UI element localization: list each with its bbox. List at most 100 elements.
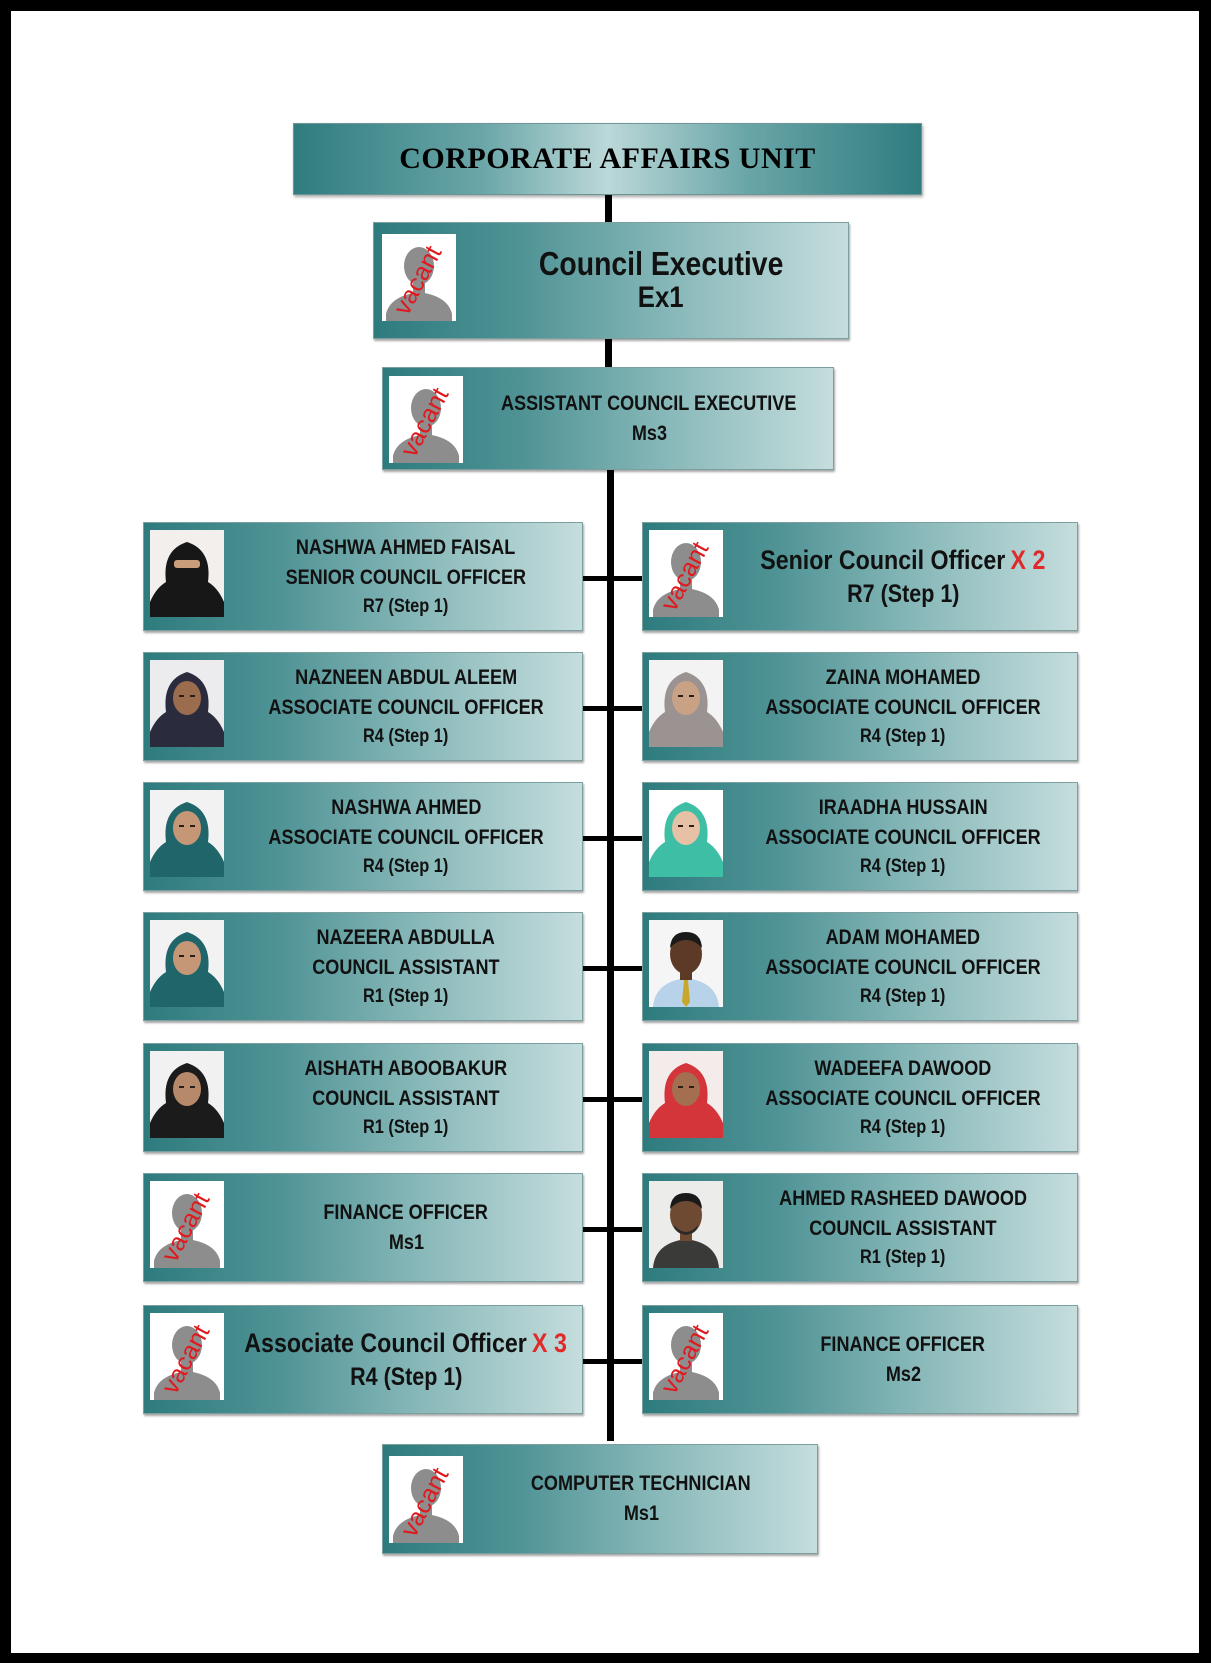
vacant-placeholder-icon: vacant (382, 234, 456, 321)
pay-grade: Ms1 (388, 1228, 423, 1258)
vacant-placeholder-icon: vacant (649, 530, 723, 617)
connector-branch-right (614, 706, 642, 711)
position-box-left: vacant FINANCE OFFICER Ms1 (143, 1173, 583, 1282)
line-secondary-text: ASSOCIATE COUNCIL OFFICER (765, 695, 1041, 719)
staff-photo (150, 530, 224, 617)
unit-title-box: CORPORATE AFFAIRS UNIT (293, 123, 922, 195)
line-primary-text: COMPUTER TECHNICIAN (531, 1472, 751, 1495)
vacant-placeholder-icon: vacant (649, 1313, 723, 1400)
position-text: NASHWA AHMED ASSOCIATE COUNCIL OFFICER R4 … (230, 783, 582, 890)
connector-branch-left (583, 966, 607, 971)
connector-branch-left (583, 1227, 607, 1232)
staff-photo (150, 790, 224, 877)
line-secondary-text: Ms1 (388, 1230, 424, 1254)
position-text: FINANCE OFFICER Ms1 (230, 1174, 582, 1281)
line-primary-text: WADEEFA DAWOOD (814, 1056, 992, 1080)
line-primary-text: Council Executive (538, 244, 784, 282)
line-secondary-text: ASSOCIATE COUNCIL OFFICER (765, 1086, 1041, 1110)
connector-executive-to-assistant (605, 338, 612, 368)
position-text: COMPUTER TECHNICIAN Ms1 (465, 1445, 817, 1553)
position-title: COUNCIL ASSISTANT (312, 953, 499, 983)
pay-grade: R4 (Step 1) (860, 853, 945, 881)
position-title: COUNCIL ASSISTANT (312, 1084, 499, 1114)
staff-photo (649, 790, 723, 877)
line-grade-text: R4 (Step 1) (860, 1116, 946, 1138)
connector-branch-right (614, 966, 642, 971)
line-primary-text: AISHATH ABOOBAKUR (304, 1056, 508, 1080)
staff-photo (150, 920, 224, 1007)
connector-branch-left (583, 836, 607, 841)
connector-branch-right (614, 1097, 642, 1102)
vacant-placeholder-icon: vacant (150, 1181, 224, 1268)
pay-grade: Ms2 (885, 1360, 920, 1390)
staff-photo (649, 1181, 723, 1268)
line-secondary-text: COUNCIL ASSISTANT (809, 1216, 997, 1240)
pay-grade: R4 (Step 1) (350, 1360, 462, 1394)
line-grade-text: R4 (Step 1) (860, 985, 946, 1007)
pay-grade: R7 (Step 1) (847, 577, 959, 611)
connector-title-to-executive (605, 195, 612, 223)
position-box-right: WADEEFA DAWOOD ASSOCIATE COUNCIL OFFICER R… (642, 1043, 1078, 1152)
position-title: SENIOR COUNCIL OFFICER (286, 563, 526, 593)
position-title: COMPUTER TECHNICIAN (531, 1469, 751, 1499)
pay-grade: R1 (Step 1) (363, 983, 448, 1011)
line-grade-text: R4 (Step 1) (363, 725, 449, 747)
position-box-right: IRAADHA HUSSAIN ASSOCIATE COUNCIL OFFICER… (642, 782, 1078, 891)
line-primary-text: NAZEERA ABDULLA (316, 925, 496, 949)
connector-main-trunk (607, 469, 614, 1441)
staff-name: NASHWA AHMED (331, 793, 481, 823)
line-secondary-text: Ms1 (623, 1502, 659, 1525)
pay-grade: R4 (Step 1) (363, 853, 448, 881)
pay-grade: R1 (Step 1) (363, 1114, 448, 1142)
line-grade-text: R1 (Step 1) (860, 1246, 946, 1268)
staff-name: AHMED RASHEED DAWOOD (779, 1184, 1027, 1214)
pay-grade: Ex1 (638, 281, 684, 315)
line-secondary-text: ASSOCIATE COUNCIL OFFICER (268, 695, 544, 719)
pay-grade: R4 (Step 1) (363, 723, 448, 751)
position-title: ASSOCIATE COUNCIL OFFICER (765, 823, 1040, 853)
pay-grade: Ms1 (623, 1499, 658, 1529)
position-title: FINANCE OFFICER (821, 1330, 986, 1360)
position-box-left: NAZEERA ABDULLA COUNCIL ASSISTANT R1 (Step… (143, 912, 583, 1021)
connector-branch-right (614, 836, 642, 841)
position-box-left: NASHWA AHMED ASSOCIATE COUNCIL OFFICER R4 … (143, 782, 583, 891)
position-title: Council Executive (538, 244, 784, 282)
staff-photo (150, 1051, 224, 1138)
line-secondary-text: ASSOCIATE COUNCIL OFFICER (765, 955, 1041, 979)
line-primary-text: IRAADHA HUSSAIN (818, 795, 988, 819)
pay-grade: R4 (Step 1) (860, 1114, 945, 1142)
line-secondary-text: COUNCIL ASSISTANT (312, 955, 500, 979)
vacancy-count-badge: X 2 (1010, 544, 1046, 575)
line-grade-text: R4 (Step 1) (860, 725, 946, 747)
line-primary-text: NASHWA AHMED (330, 795, 482, 819)
position-box-right: AHMED RASHEED DAWOOD COUNCIL ASSISTANT R1 … (642, 1173, 1078, 1282)
position-title: ASSOCIATE COUNCIL OFFICER (765, 1084, 1040, 1114)
staff-name: ADAM MOHAMED (826, 923, 981, 953)
line-grade-text: R1 (Step 1) (363, 985, 449, 1007)
connector-branch-right (614, 1227, 642, 1232)
position-title: ASSOCIATE COUNCIL OFFICER (765, 693, 1040, 723)
line-secondary-text: Ms3 (631, 421, 667, 445)
staff-photo (150, 660, 224, 747)
line-primary-text: FINANCE OFFICER (323, 1200, 489, 1224)
line-secondary-text: ASSOCIATE COUNCIL OFFICER (268, 825, 544, 849)
vacant-placeholder-icon: vacant (150, 1313, 224, 1400)
line-primary-text: AHMED RASHEED DAWOOD (779, 1186, 1027, 1210)
position-title: ASSISTANT COUNCIL EXECUTIVE (501, 389, 796, 419)
pay-grade: Ms3 (631, 419, 666, 449)
staff-photo (649, 660, 723, 747)
line-grade-text: R7 (Step 1) (363, 595, 449, 617)
